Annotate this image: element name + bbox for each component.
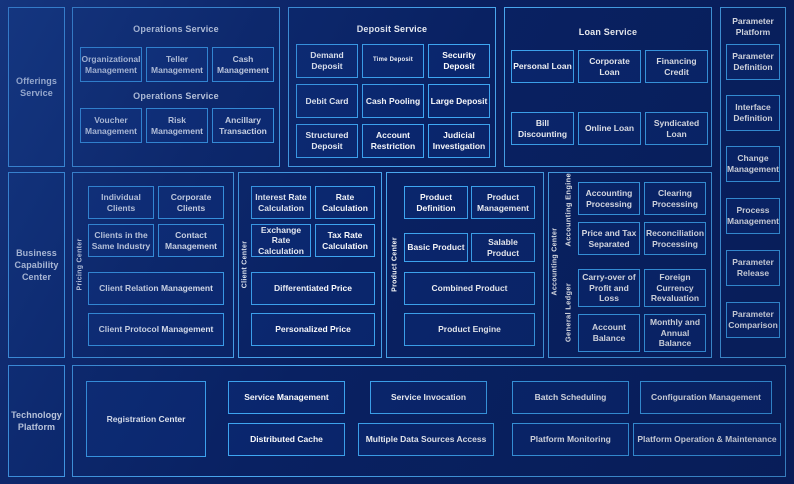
tile-combined-product[interactable]: Combined Product <box>404 272 535 305</box>
tile-account-restriction[interactable]: Account Restriction <box>362 124 424 158</box>
tile-debit-card[interactable]: Debit Card <box>296 84 358 118</box>
tile-platform-operation-and-maintenance[interactable]: Platform Operation & Maintenance <box>633 423 781 456</box>
tile-corporate-clients[interactable]: Corporate Clients <box>158 186 224 219</box>
tile-personal-loan[interactable]: Personal Loan <box>511 50 574 83</box>
tile-product-definition[interactable]: Product Definition <box>404 186 468 219</box>
tile-organizational-management[interactable]: Organizational Management <box>80 47 142 82</box>
tile-clients-in-the-same-industry[interactable]: Clients in the Same Industry <box>88 224 154 257</box>
tile-registration-center[interactable]: Registration Center <box>86 381 206 457</box>
tile-contact-management[interactable]: Contact Management <box>158 224 224 257</box>
tile-product-engine[interactable]: Product Engine <box>404 313 535 346</box>
group-operations-service[interactable]: Operations Service Operations Service <box>72 7 280 167</box>
row-label-business-capability-center: Business Capability Center <box>8 172 65 358</box>
tile-account-balance[interactable]: Account Balance <box>578 314 640 352</box>
row-label-text: Technology Platform <box>11 409 62 432</box>
tile-parameter-comparison[interactable]: Parameter Comparison <box>726 302 780 338</box>
panel-vlabel-product-center: Product Center <box>391 237 399 292</box>
tile-demand-deposit[interactable]: Demand Deposit <box>296 44 358 78</box>
row-label-text: Offerings Service <box>16 75 57 98</box>
tile-bill-discounting[interactable]: Bill Discounting <box>511 112 574 145</box>
tile-security-deposit[interactable]: Security Deposit <box>428 44 490 78</box>
tile-carry-over-of-profit-and-loss[interactable]: Carry-over of Profit and Loss <box>578 269 640 307</box>
tile-reconciliation-processing[interactable]: Reconciliation Processing <box>644 222 706 255</box>
tile-monthly-and-annual-balance[interactable]: Monthly and Annual Balance <box>644 314 706 352</box>
tile-teller-management[interactable]: Teller Management <box>146 47 208 82</box>
tile-cash-pooling[interactable]: Cash Pooling <box>362 84 424 118</box>
tile-differentiated-price[interactable]: Differentiated Price <box>251 272 375 305</box>
tile-client-protocol-management[interactable]: Client Protocol Management <box>88 313 224 346</box>
tile-clearing-processing[interactable]: Clearing Processing <box>644 182 706 215</box>
section-vlabel-accounting-engine: Accounting Engine <box>563 173 573 247</box>
group-title-deposit-service: Deposit Service <box>356 24 428 34</box>
tile-large-deposit[interactable]: Large Deposit <box>428 84 490 118</box>
tile-online-loan[interactable]: Online Loan <box>578 112 641 145</box>
tile-service-invocation[interactable]: Service Invocation <box>370 381 487 414</box>
tile-judicial-investigation[interactable]: Judicial Investigation <box>428 124 490 158</box>
group-title-operations-service: Operations Service <box>133 24 219 34</box>
tile-change-management[interactable]: Change Management <box>726 146 780 182</box>
tile-product-management[interactable]: Product Management <box>471 186 535 219</box>
tile-accounting-processing[interactable]: Accounting Processing <box>578 182 640 215</box>
panel-vlabel-pricing-center: Pricing Center <box>76 238 84 291</box>
tile-exchange-rate-calculation[interactable]: Exchange Rate Calculation <box>251 224 311 257</box>
tile-structured-deposit[interactable]: Structured Deposit <box>296 124 358 158</box>
group-title-loan-service: Loan Service <box>578 27 638 37</box>
tile-corporate-loan[interactable]: Corporate Loan <box>578 50 641 83</box>
row-label-text: Business Capability Center <box>14 247 59 283</box>
tile-parameter-definition[interactable]: Parameter Definition <box>726 44 780 80</box>
tile-foreign-currency-revaluation[interactable]: Foreign Currency Revaluation <box>644 269 706 307</box>
group-subtitle-operations-service: Operations Service <box>133 91 219 101</box>
tile-distributed-cache[interactable]: Distributed Cache <box>228 423 345 456</box>
section-vlabel-general-ledger: General Ledger <box>563 282 573 343</box>
tile-syndicated-loan[interactable]: Syndicated Loan <box>645 112 708 145</box>
tile-service-management[interactable]: Service Management <box>228 381 345 414</box>
tile-client-relation-management[interactable]: Client Relation Management <box>88 272 224 305</box>
tile-basic-product[interactable]: Basic Product <box>404 233 468 262</box>
tile-salable-product[interactable]: Salable Product <box>471 233 535 262</box>
tile-risk-management[interactable]: Risk Management <box>146 108 208 143</box>
row-label-offerings-service: Offerings Service <box>8 7 65 167</box>
tile-cash-management[interactable]: Cash Management <box>212 47 274 82</box>
tile-batch-scheduling[interactable]: Batch Scheduling <box>512 381 629 414</box>
tile-individual-clients[interactable]: Individual Clients <box>88 186 154 219</box>
tile-multiple-data-sources-access[interactable]: Multiple Data Sources Access <box>358 423 494 456</box>
row-label-technology-platform: Technology Platform <box>8 365 65 477</box>
panel-vlabel-accounting-center: Accounting Center <box>551 227 559 296</box>
tile-voucher-management[interactable]: Voucher Management <box>80 108 142 143</box>
tile-configuration-management[interactable]: Configuration Management <box>640 381 772 414</box>
tile-interest-rate-calculation[interactable]: Interest Rate Calculation <box>251 186 311 219</box>
tile-rate-calculation[interactable]: Rate Calculation <box>315 186 375 219</box>
tile-ancillary-transaction[interactable]: Ancillary Transaction <box>212 108 274 143</box>
tile-parameter-release[interactable]: Parameter Release <box>726 250 780 286</box>
tile-personalized-price[interactable]: Personalized Price <box>251 313 375 346</box>
tile-price-and-tax-separated[interactable]: Price and Tax Separated <box>578 222 640 255</box>
tile-platform-monitoring[interactable]: Platform Monitoring <box>512 423 629 456</box>
panel-vlabel-client-center: Client Center <box>241 240 249 289</box>
tile-process-management[interactable]: Process Management <box>726 198 780 234</box>
tile-time-deposit[interactable]: Time Deposit <box>362 44 424 78</box>
tile-tax-rate-calculation[interactable]: Tax Rate Calculation <box>315 224 375 257</box>
tile-interface-definition[interactable]: Interface Definition <box>726 95 780 131</box>
group-title-parameter-platform: Parameter Platform <box>732 16 774 38</box>
tile-financing-credit[interactable]: Financing Credit <box>645 50 708 83</box>
